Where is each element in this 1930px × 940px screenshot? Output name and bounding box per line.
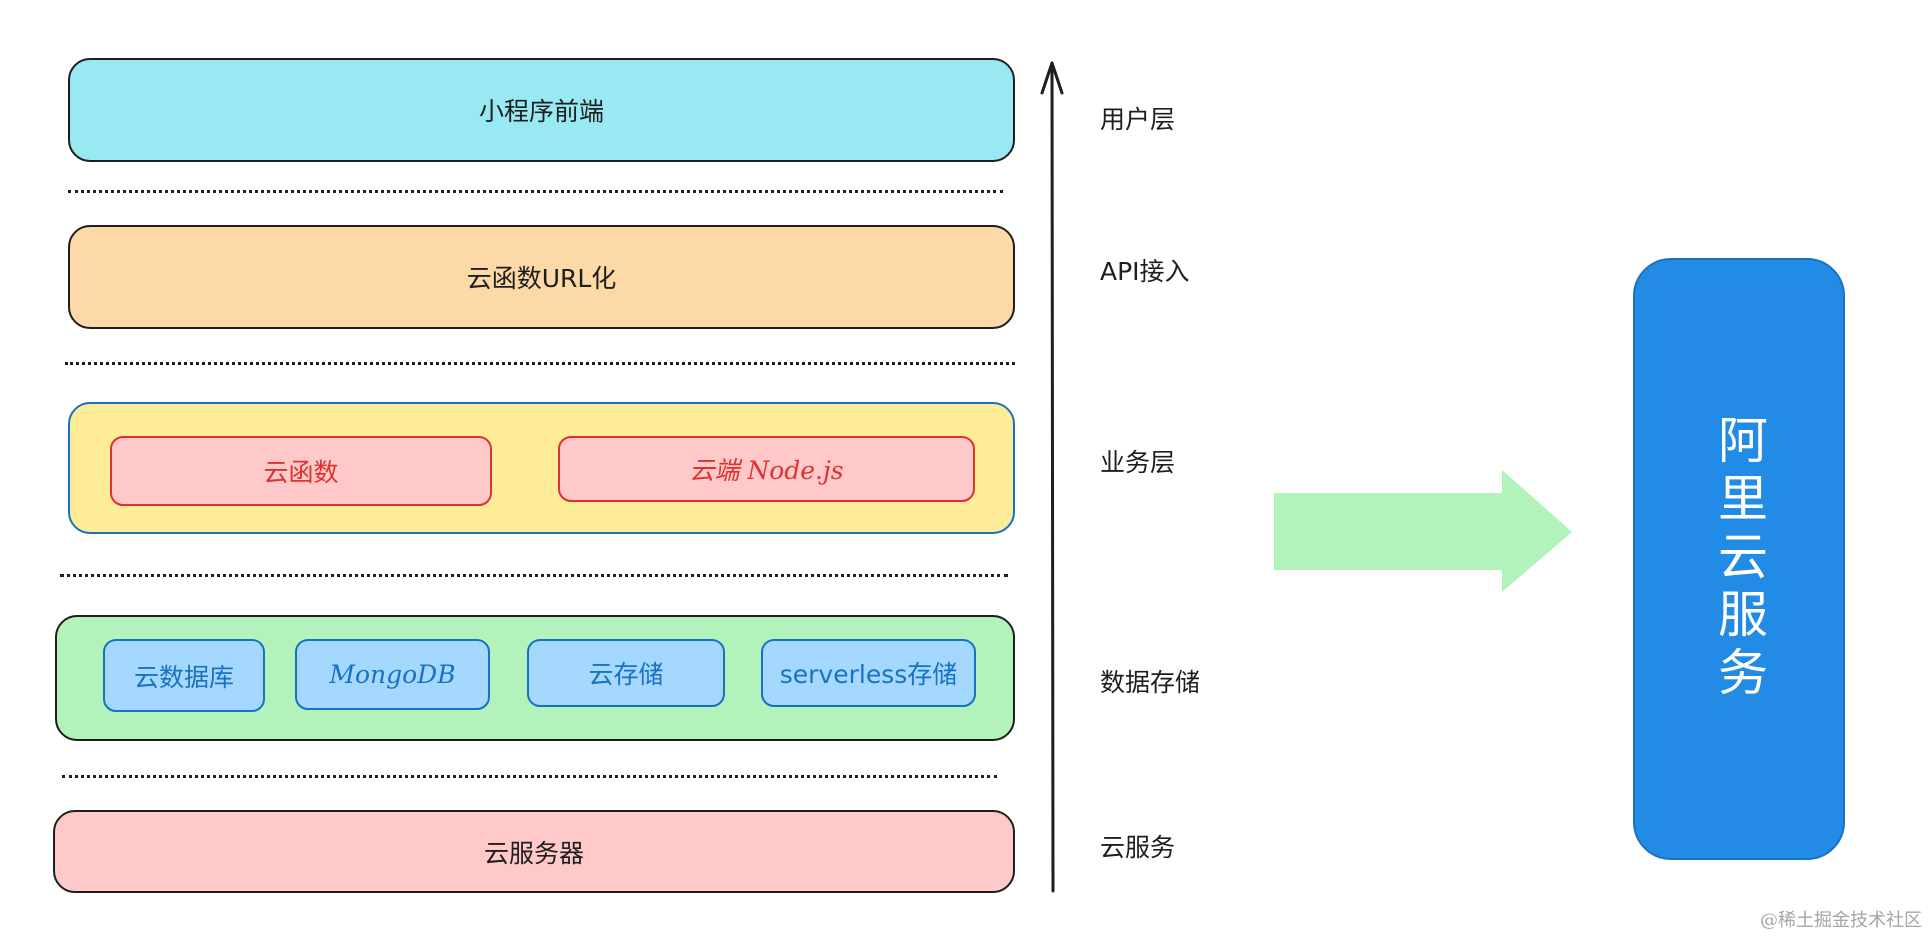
aliyun-service-box: 阿里云服务 bbox=[1633, 258, 1845, 860]
business-item-label: 云函数 bbox=[263, 458, 339, 487]
vertical-arrow bbox=[1040, 61, 1064, 893]
side-label-business: 业务层 bbox=[1100, 448, 1176, 477]
business-item-cloud-function: 云函数 bbox=[110, 436, 492, 506]
business-item-nodejs: 云端 Node.js bbox=[558, 436, 975, 502]
data-item-label: serverless存储 bbox=[779, 660, 958, 689]
aliyun-service-label: 阿里云服务 bbox=[1710, 414, 1768, 704]
data-item-mongodb: MongoDB bbox=[295, 639, 490, 710]
data-item-serverless: serverless存储 bbox=[761, 639, 976, 707]
data-item-cloud-storage: 云存储 bbox=[527, 639, 725, 707]
divider bbox=[60, 574, 1008, 577]
business-item-label: 云端 Node.js bbox=[689, 456, 844, 485]
side-label-cloud: 云服务 bbox=[1100, 833, 1176, 862]
data-item-label: 云数据库 bbox=[133, 662, 234, 692]
layer-frontend-label: 小程序前端 bbox=[478, 97, 604, 126]
watermark: @稀土掘金技术社区 bbox=[1760, 910, 1922, 931]
divider bbox=[62, 775, 997, 778]
right-arrow-icon bbox=[1274, 470, 1572, 592]
layer-server: 云服务器 bbox=[53, 810, 1015, 893]
layer-server-label: 云服务器 bbox=[483, 838, 584, 868]
data-item-label: 云存储 bbox=[588, 660, 664, 689]
layer-api: 云函数URL化 bbox=[68, 225, 1015, 329]
side-label-api: API接入 bbox=[1100, 257, 1190, 286]
layer-frontend: 小程序前端 bbox=[68, 58, 1015, 162]
side-label-data: 数据存储 bbox=[1100, 668, 1201, 697]
divider bbox=[68, 190, 1003, 193]
side-label-user: 用户层 bbox=[1100, 105, 1176, 134]
divider bbox=[65, 362, 1015, 365]
layer-api-label: 云函数URL化 bbox=[466, 264, 617, 293]
data-item-cloud-db: 云数据库 bbox=[103, 639, 265, 712]
data-item-label: MongoDB bbox=[329, 660, 456, 689]
